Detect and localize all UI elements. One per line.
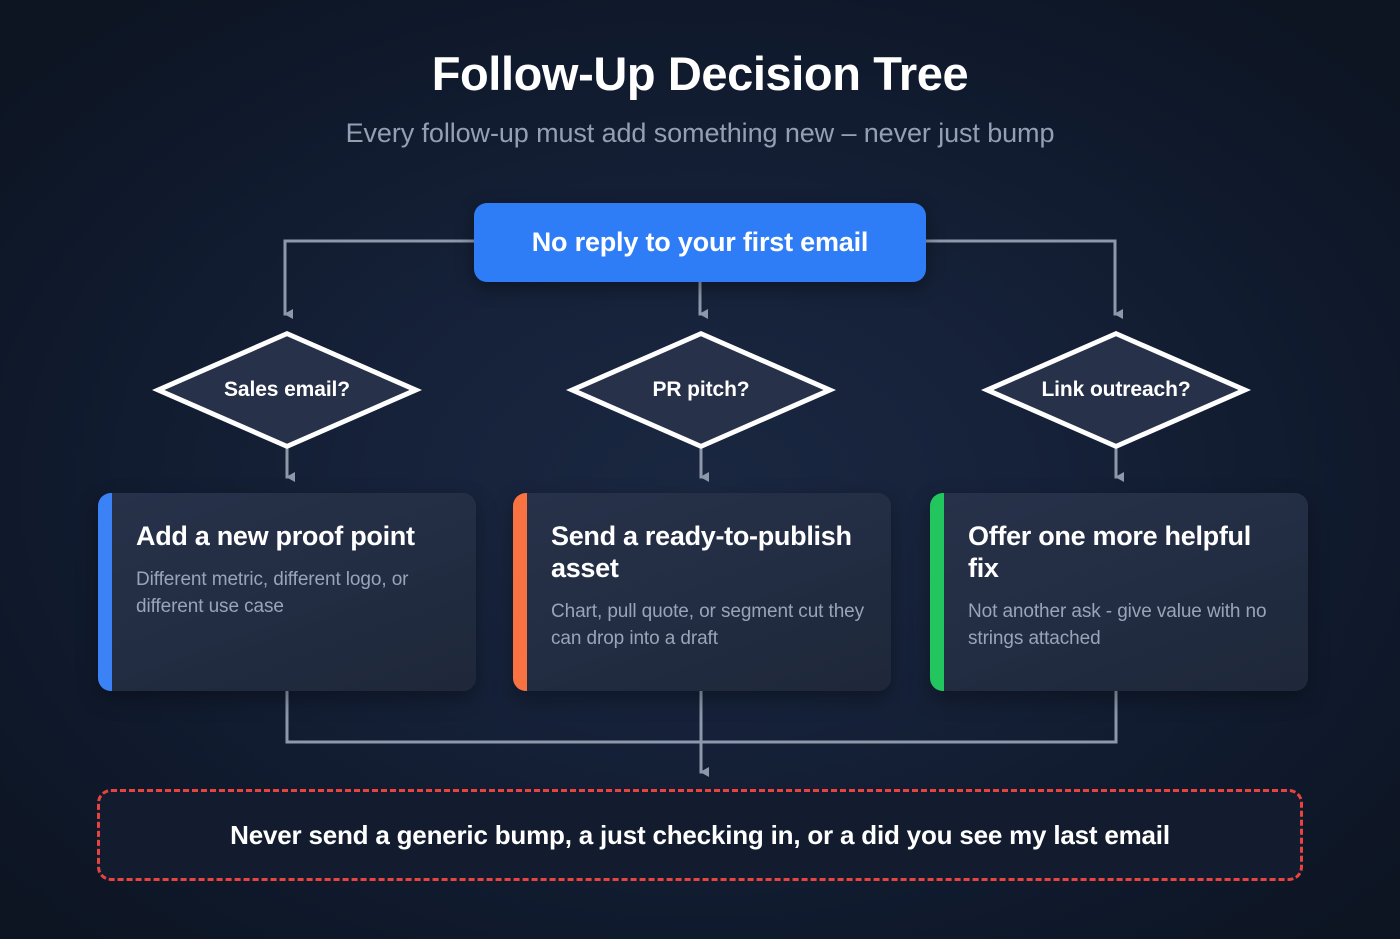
decision-diamond-sales-email[interactable]: Sales email? bbox=[152, 331, 422, 449]
card-title: Offer one more helpful fix bbox=[968, 521, 1251, 583]
card-description: Not another ask - give value with no str… bbox=[968, 600, 1267, 649]
card-title: Add a new proof point bbox=[136, 521, 415, 551]
decision-label: Link outreach? bbox=[1041, 378, 1191, 401]
warning-banner: Never send a generic bump, a just checki… bbox=[97, 789, 1303, 881]
card-title: Send a ready-to-publish asset bbox=[551, 521, 852, 583]
card-body: Add a new proof point Different metric, … bbox=[112, 493, 476, 691]
decision-label: Sales email? bbox=[223, 378, 351, 401]
accent-bar bbox=[98, 493, 112, 691]
outcome-card-proof-point[interactable]: Add a new proof point Different metric, … bbox=[98, 493, 476, 691]
page-subtitle: Every follow-up must add something new –… bbox=[345, 118, 1055, 148]
root-node[interactable]: No reply to your first email bbox=[474, 203, 926, 282]
accent-bar bbox=[513, 493, 527, 691]
decision-diamond-link-outreach[interactable]: Link outreach? bbox=[981, 331, 1251, 449]
decision-diamond-pr-pitch[interactable]: PR pitch? bbox=[566, 331, 836, 449]
decision-label: PR pitch? bbox=[652, 378, 750, 401]
card-body: Offer one more helpful fix Not another a… bbox=[944, 493, 1308, 691]
page-title: Follow-Up Decision Tree bbox=[431, 47, 969, 100]
outcome-card-helpful-fix[interactable]: Offer one more helpful fix Not another a… bbox=[930, 493, 1308, 691]
accent-bar bbox=[930, 493, 944, 691]
card-body: Send a ready-to-publish asset Chart, pul… bbox=[527, 493, 891, 691]
outcome-card-ready-to-publish-asset[interactable]: Send a ready-to-publish asset Chart, pul… bbox=[513, 493, 891, 691]
root-node-label: No reply to your first email bbox=[531, 227, 869, 257]
card-description: Chart, pull quote, or segment cut they c… bbox=[551, 600, 865, 649]
card-description: Different metric, different logo, or dif… bbox=[136, 568, 409, 617]
warning-banner-text: Never send a generic bump, a just checki… bbox=[230, 819, 1170, 850]
